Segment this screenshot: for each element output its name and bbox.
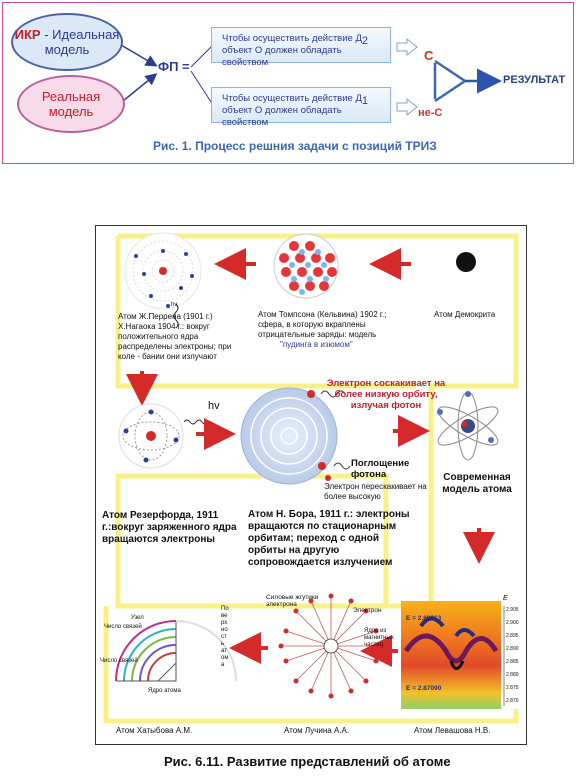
electron-up-label: Электрон перескакивает на более высокую	[324, 482, 427, 501]
box-bottom-line1: Чтобы осуществить действие Д	[222, 93, 362, 104]
levashov-tick: 2.885	[506, 659, 519, 665]
bohr-caption: Атом Н. Бора, 1911 г.: электроны вращают…	[248, 509, 410, 568]
electron-jump-label: Электрон соскакивает на более низкую орб…	[326, 378, 446, 411]
box-action-d1: Чтобы осуществить действие Д1 объект О д…	[211, 87, 391, 128]
levashov-axis-label: E	[503, 595, 508, 602]
box-bottom-sub: 1	[361, 95, 369, 107]
ikr-rest: - Идеальная модель	[40, 27, 120, 57]
democritus-atom-drawing	[456, 252, 476, 272]
levashov-tick: 2.880	[506, 672, 519, 678]
rutherford-caption: Атом Резерфорда, 1911 г.:вокруг заряженн…	[102, 510, 237, 545]
khatybov-caption: Атом Хатыбова А.М.	[116, 726, 193, 735]
thomson-atom-drawing	[273, 233, 339, 299]
box-top-sub: 2	[361, 35, 369, 47]
khatybov-links-1: Число связей	[104, 624, 142, 630]
luchin-electron-label: Электрон	[353, 607, 382, 614]
khatybov-surface: Поверхность атома	[221, 606, 229, 668]
levashov-e2: E = 2.87090	[406, 685, 442, 692]
modern-atom-drawing	[437, 391, 499, 461]
levashov-tick: 2.900	[506, 620, 519, 626]
levashov-ticks: 2.905 2.900 2.895 2.890 2.885 2.880 2.87…	[506, 604, 519, 708]
modern-caption: Современная модель атома	[442, 472, 512, 495]
photon-absorb-label: Поглощение фотона	[351, 458, 410, 480]
hv-perren: hv	[171, 302, 178, 308]
thomson-caption: Атом Томпсона (Кельвина) 1902 г.; сфера,…	[258, 310, 408, 350]
levashov-tick: 2.905	[506, 607, 519, 613]
levashov-tick: 2.895	[506, 633, 519, 639]
not-c-label: не-С	[418, 107, 443, 119]
khatybov-knot: Узел	[131, 615, 144, 621]
figure-2-caption: Рис. 6.11. Развитие представлений об ато…	[164, 754, 451, 769]
levashov-tick: 2.875	[506, 685, 519, 691]
fp-label: ФП =	[158, 59, 190, 74]
real-model-label: Реальная модель	[41, 89, 101, 119]
perren-caption: Атом Ж.Перрена (1901 г.) Х.Нагаока 1904 …	[118, 312, 232, 361]
luchin-core-label: Ядро из магнитных частиц	[364, 628, 394, 648]
box-top-line1: Чтобы осуществить действие Д	[222, 33, 362, 44]
ikr-ideal-model: ИКР - Идеальная модель	[11, 13, 123, 71]
khatybov-core: Ядро атома	[148, 688, 181, 694]
bohr-atom-drawing	[240, 387, 351, 485]
levashov-e1: E = 2.89913	[406, 615, 442, 622]
khatybov-atom-drawing	[115, 620, 237, 682]
figure-1-triz: ИКР - Идеальная модель Реальная модель Ф…	[2, 2, 574, 164]
figure-1-arrows	[120, 37, 502, 117]
levashov-tick: 2.890	[506, 646, 519, 652]
levashov-tick: 2.870	[506, 698, 519, 704]
perren-atom-drawing	[124, 232, 202, 329]
ikr-prefix: ИКР	[14, 27, 41, 42]
thomson-text: Атом Томпсона (Кельвина) 1902 г.; сфера,…	[258, 310, 387, 339]
hv-rutherford: hv	[208, 400, 220, 412]
khatybov-links-2: Число связей	[100, 658, 138, 664]
levashov-atom-drawing	[401, 601, 521, 709]
box-bottom-line2: объект О должен обладать свойством	[222, 105, 342, 128]
figure-1-caption: Рис. 1. Процесс решния задачи с позиций …	[153, 139, 437, 153]
box-top-line2: объект О должен обладать свойством	[222, 45, 342, 68]
result-label: РЕЗУЛЬТАТ	[503, 74, 566, 86]
box-action-d2: Чтобы осуществить действие Д2 объект О д…	[211, 27, 391, 68]
figure-2-drawing	[103, 232, 521, 724]
rutherford-atom-drawing	[118, 403, 209, 469]
figure-2-atom-models: Атом Ж.Перрена (1901 г.) Х.Нагаока 1904 …	[95, 225, 527, 745]
thomson-quote: "пудинга в изюмом"	[280, 340, 353, 349]
luchin-atom-drawing	[278, 593, 384, 699]
real-model: Реальная модель	[17, 75, 125, 133]
luchin-caption: Атом Лучина А.А.	[284, 726, 350, 735]
levashov-caption: Атом Левашова Н.В.	[414, 726, 491, 735]
c-label: С	[424, 48, 434, 63]
luchin-lines-label: Силовые жгутики электрона	[266, 594, 319, 608]
democritus-caption: Атом Демокрита	[434, 310, 496, 319]
